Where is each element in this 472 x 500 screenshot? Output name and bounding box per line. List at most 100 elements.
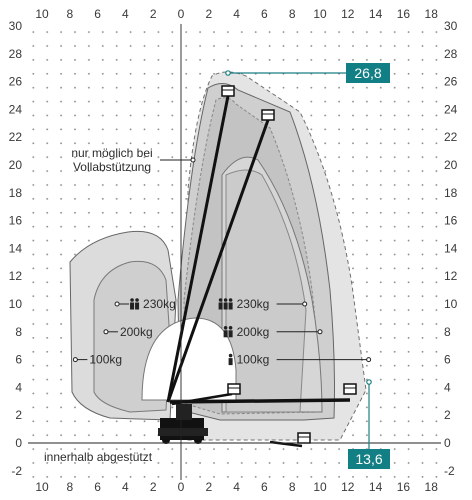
- x-tick-label: 4: [233, 480, 240, 494]
- x-tick-label: 6: [261, 7, 268, 21]
- boom-mid: [166, 119, 270, 403]
- basket-icon: [343, 383, 357, 395]
- max-height-label: 26,8: [354, 65, 381, 81]
- x-tick-label: 10: [313, 7, 327, 21]
- max-height-callout: 26,8: [225, 63, 390, 83]
- y-tick-label: 20: [444, 158, 458, 172]
- x-tick-label: 2: [205, 480, 212, 494]
- person-icon: [223, 298, 228, 310]
- x-tick-label: 18: [425, 480, 439, 494]
- load-label: 200kg: [237, 325, 270, 339]
- y-tick-label: 2: [444, 408, 451, 422]
- basket-icon: [221, 85, 235, 97]
- x-tick-label: 8: [66, 7, 73, 21]
- person-icon: [130, 298, 135, 310]
- y-tick-label: 14: [444, 241, 458, 255]
- load-marker: [103, 329, 109, 335]
- y-tick-label: 30: [444, 19, 458, 33]
- x-tick-label: 10: [313, 480, 327, 494]
- boom-horizontal: [169, 398, 351, 404]
- x-tick-label: 12: [341, 480, 355, 494]
- y-tick-label: 26: [444, 75, 458, 89]
- y-tick-label: 22: [9, 130, 23, 144]
- y-tick-label: 30: [9, 19, 23, 33]
- y-tick-label: 28: [9, 47, 23, 61]
- y-tick-label: 10: [9, 297, 23, 311]
- x-tick-label: 6: [261, 480, 268, 494]
- x-tick-label: 2: [150, 7, 157, 21]
- booms: [166, 95, 351, 448]
- person-icon: [218, 298, 223, 310]
- basket-icon: [227, 383, 241, 395]
- person-icon: [135, 298, 140, 310]
- load-labels-right: 230kg 200kg 100kg: [218, 297, 372, 367]
- x-tick-label: 4: [122, 480, 129, 494]
- y-tick-label: 6: [15, 353, 22, 367]
- x-tick-label: 0: [178, 480, 185, 494]
- x-tick-label: 8: [289, 480, 296, 494]
- boom-low: [171, 392, 233, 406]
- y-tick-label: -2: [11, 464, 22, 478]
- y-tick-label: 18: [444, 186, 458, 200]
- y-tick-label: 12: [444, 269, 458, 283]
- y-tick-label: 18: [9, 186, 23, 200]
- envelopes: [69, 71, 367, 441]
- y-tick-label: 8: [15, 325, 22, 339]
- load-marker: [114, 301, 120, 307]
- x-tick-label: 8: [66, 480, 73, 494]
- x-tick-label: 6: [94, 480, 101, 494]
- note-full-outrigger-line1: nur möglich bei: [71, 146, 152, 160]
- y-tick-label: 8: [444, 325, 451, 339]
- load-marker: [72, 357, 78, 363]
- max-outreach-callout: 13,6: [348, 379, 390, 469]
- load-label: 230kg: [237, 297, 270, 311]
- load-marker: [317, 329, 323, 335]
- y-tick-label: 6: [444, 353, 451, 367]
- boom-max-height: [166, 95, 230, 403]
- y-tick-label: 10: [444, 297, 458, 311]
- x-tick-label: 16: [397, 7, 411, 21]
- x-tick-label: 8: [289, 7, 296, 21]
- baskets: [221, 85, 357, 444]
- y-tick-label: 2: [15, 408, 22, 422]
- load-label: 230kg: [143, 297, 176, 311]
- person-icon: [228, 326, 233, 338]
- x-tick-label: 18: [425, 7, 439, 21]
- x-tick-label: 4: [233, 7, 240, 21]
- person-icon: [223, 326, 228, 338]
- load-label: 100kg: [237, 353, 270, 367]
- load-marker: [302, 301, 308, 307]
- person-icon: [228, 353, 233, 366]
- y-tick-label: 22: [444, 130, 458, 144]
- y-tick-label: 14: [9, 241, 23, 255]
- y-tick-label: 28: [444, 47, 458, 61]
- max-outreach-label: 13,6: [355, 451, 382, 467]
- x-tick-label: 4: [122, 7, 129, 21]
- y-tick-label: 24: [9, 102, 23, 116]
- basket-icon: [297, 432, 311, 444]
- note-inside-outrigger: innerhalb abgestützt: [44, 450, 153, 464]
- y-tick-label: 12: [9, 269, 23, 283]
- y-tick-label: 20: [9, 158, 23, 172]
- x-tick-label: 14: [369, 480, 383, 494]
- y-tick-label: -2: [444, 464, 455, 478]
- load-label: 100kg: [89, 353, 122, 367]
- note-full-outrigger: nur möglich bei Vollabstützung: [71, 146, 196, 174]
- x-tick-label: 14: [369, 7, 383, 21]
- y-tick-label: 0: [444, 436, 451, 450]
- x-tick-label: 0: [178, 7, 185, 21]
- x-tick-label: 12: [341, 7, 355, 21]
- y-tick-label: 16: [9, 214, 23, 228]
- person-icon: [228, 298, 233, 310]
- load-marker: [366, 357, 372, 363]
- y-tick-label: 4: [444, 380, 451, 394]
- x-tick-label: 10: [35, 7, 49, 21]
- basket-icon: [261, 109, 275, 121]
- y-tick-label: 24: [444, 102, 458, 116]
